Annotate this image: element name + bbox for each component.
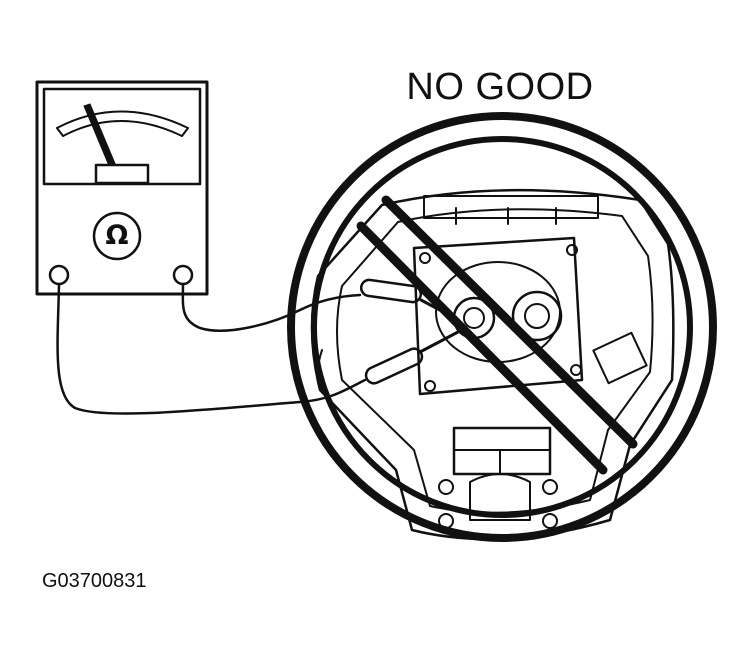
ohm-symbol: Ω <box>105 220 129 251</box>
test-lead-wires <box>56 282 367 415</box>
figure-code: G03700831 <box>42 570 147 592</box>
ohmmeter-icon <box>35 80 209 296</box>
probe-bottom <box>364 330 460 385</box>
status-title: NO GOOD <box>406 66 594 108</box>
prohibited-icon <box>287 112 717 542</box>
